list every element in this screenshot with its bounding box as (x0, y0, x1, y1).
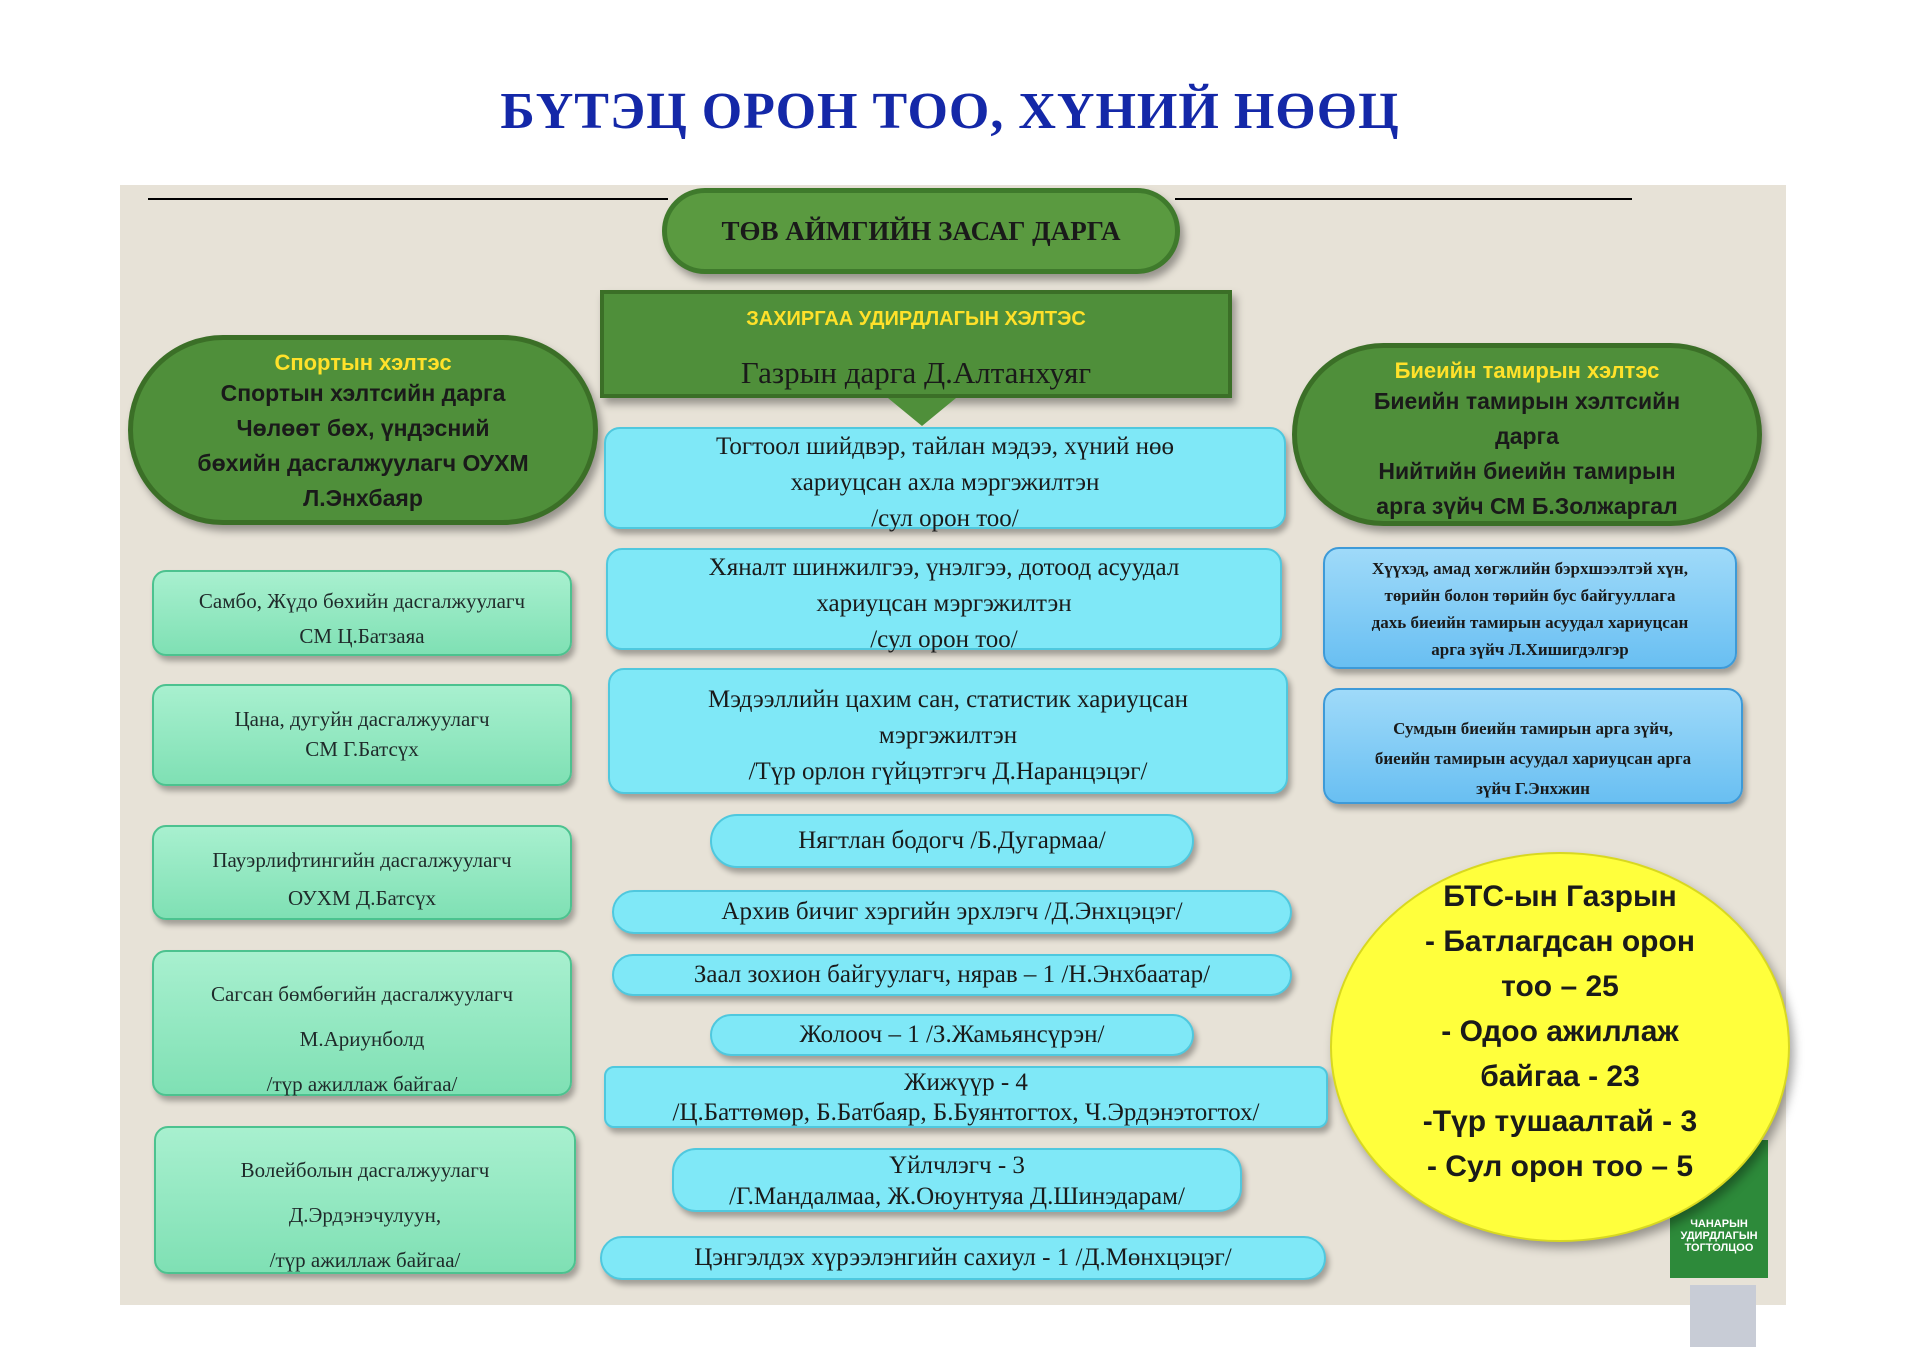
staff-box: Хяналт шинжилгээ, үнэлгээ, дотоод асууда… (606, 548, 1282, 653)
admin-leader-label: Газрын дарга Д.Алтанхуяг (740, 355, 1092, 390)
admin-arrow (888, 398, 956, 426)
top-rule-left (148, 198, 668, 200)
methodist-line: биеийн тамирын асуудал хариуцсан арга (1374, 749, 1692, 768)
coach-line: СМ Ц.Батзаяа (299, 624, 425, 648)
staff-line: Үйлчлэгч - 3 (889, 1152, 1025, 1179)
coach-line: Д.Эрдэнэчулуун, (288, 1203, 442, 1227)
pe-unit-line: дарга (1495, 423, 1559, 449)
coach-line: Пауэрлифтингийн дасгалжуулагч (212, 848, 512, 872)
admin-department-label: ЗАХИРГАА УДИРДЛАГЫН ХЭЛТЭС (746, 308, 1086, 330)
top-rule-right (1175, 198, 1632, 200)
coach-line: М.Ариунболд (299, 1027, 425, 1051)
staff-line: Жолооч – 1 /З.Жамьянсүрэн/ (799, 1021, 1105, 1048)
admin-department-box: ЗАХИРГАА УДИРДЛАГЫН ХЭЛТЭС Газрын дарга … (600, 290, 1232, 398)
governor-box: ТӨВ АЙМГИЙН ЗАСАГ ДАРГА (662, 188, 1180, 274)
coach-line: Самбо, Жүдо бөхийн дасгалжуулагч (198, 589, 526, 613)
methodist-line: төрийн болон төрийн бус байгууллага (1384, 586, 1676, 605)
methodist-line: дахь биеийн тамирын асуудал хариуцсан (1371, 613, 1689, 632)
staff-box: Жолооч – 1 /З.Жамьянсүрэн/ (710, 1014, 1194, 1056)
sport-unit-line: Чөлөөт бөх, үндэсний (236, 415, 490, 441)
pe-unit-line: Биеийн тамирын хэлтсийн (1373, 388, 1681, 414)
staff-line: /Түр орлон гүйцэтгэгч Д.Наранцэцэг/ (748, 758, 1148, 785)
sport-unit-header: Спортын хэлтэс (274, 350, 452, 375)
summary-circle: БТС-ын Газрын - Батлагдсан орон тоо – 25… (1330, 852, 1790, 1242)
sport-unit-line: Л.Энхбаяр (303, 485, 423, 511)
summary-line: - Сул орон тоо – 5 (1426, 1150, 1694, 1183)
coach-box: Цана, дугуйн дасгалжуулагч СМ Г.Батсүх (152, 684, 572, 786)
coach-line: /түр ажиллаж байгаа/ (266, 1072, 458, 1096)
pe-unit-box: Биеийн тамирын хэлтэс Биеийн тамирын хэл… (1292, 343, 1762, 526)
quality-logo-line: УДИРДЛАГЫН (1680, 1230, 1758, 1242)
staff-line: хариуцсан ахла мэргэжилтэн (790, 469, 1100, 496)
staff-line: Нягтлан бодогч /Б.Дугармаа/ (798, 827, 1106, 854)
methodist-line: арга зүйч Л.Хишигдэлгэр (1431, 640, 1629, 659)
staff-line: Тогтоол шийдвэр, тайлан мэдээ, хүний нөө (716, 433, 1174, 460)
staff-line: Хяналт шинжилгээ, үнэлгээ, дотоод асууда… (708, 554, 1180, 581)
staff-box: Цэнгэлдэх хүрээлэнгийн сахиул - 1 /Д.Мөн… (600, 1236, 1326, 1280)
coach-line: СМ Г.Батсүх (305, 737, 419, 761)
staff-line: Архив бичиг хэргийн эрхлэгч /Д.Энхцэцэг/ (721, 898, 1183, 925)
staff-line: мэргэжилтэн (878, 722, 1018, 749)
staff-line: Цэнгэлдэх хүрээлэнгийн сахиул - 1 /Д.Мөн… (694, 1244, 1232, 1271)
sport-unit-line: бөхийн дасгалжуулагч ОУХМ (197, 450, 529, 476)
state-emblem-icon (1690, 1285, 1756, 1347)
staff-line: Жижүүр - 4 (904, 1069, 1028, 1096)
methodist-line: Хүүхэд, амад хөгжлийн бэрхшээлтэй хүн, (1372, 559, 1688, 578)
methodist-line: Сумдын биеийн тамирын арга зүйч, (1393, 719, 1673, 738)
summary-line: байгаа - 23 (1480, 1060, 1640, 1093)
methodist-box: Хүүхэд, амад хөгжлийн бэрхшээлтэй хүн, т… (1323, 547, 1737, 669)
staff-line: /сул орон тоо/ (871, 505, 1019, 532)
coach-box: Пауэрлифтингийн дасгалжуулагч ОУХМ Д.Бат… (152, 825, 572, 920)
methodist-line: зүйч Г.Энхжин (1476, 779, 1590, 798)
staff-box: Нягтлан бодогч /Б.Дугармаа/ (710, 814, 1194, 868)
coach-line: Волейболын дасгалжуулагч (240, 1158, 490, 1182)
pe-unit-header: Биеийн тамирын хэлтэс (1394, 358, 1660, 383)
coach-line: ОУХМ Д.Батсүх (287, 886, 437, 910)
staff-line: Заал зохион байгуулагч, нярав – 1 /Н.Энх… (693, 961, 1211, 988)
summary-line: - Одоо ажиллаж (1441, 1015, 1679, 1048)
sport-unit-line: Спортын хэлтсийн дарга (220, 380, 506, 406)
staff-box: Тогтоол шийдвэр, тайлан мэдээ, хүний нөө… (604, 427, 1286, 532)
pe-unit-line: арга зүйч СМ Б.Золжаргал (1376, 493, 1678, 519)
staff-box: Заал зохион байгуулагч, нярав – 1 /Н.Энх… (612, 954, 1292, 996)
quality-logo-line: ТОГТОЛЦОО (1684, 1242, 1754, 1254)
summary-line: - Батлагдсан орон (1425, 925, 1695, 958)
pe-unit-line: Нийтийн биеийн тамирын (1378, 458, 1676, 484)
coach-line: Сагсан бөмбөгийн дасгалжуулагч (210, 982, 514, 1006)
staff-box: Жижүүр - 4 /Ц.Баттөмөр, Б.Батбаяр, Б.Буя… (604, 1066, 1328, 1128)
coach-line: /түр ажиллаж байгаа/ (269, 1248, 461, 1272)
coach-box: Волейболын дасгалжуулагч Д.Эрдэнэчулуун,… (154, 1126, 576, 1274)
summary-line: -Түр тушаалтай - 3 (1422, 1105, 1698, 1138)
sport-unit-box: Спортын хэлтэс Спортын хэлтсийн дарга Чө… (128, 335, 598, 525)
coach-line: Цана, дугуйн дасгалжуулагч (234, 707, 490, 731)
staff-line: /сул орон тоо/ (870, 626, 1018, 653)
staff-box: Архив бичиг хэргийн эрхлэгч /Д.Энхцэцэг/ (612, 890, 1292, 934)
coach-box: Самбо, Жүдо бөхийн дасгалжуулагч СМ Ц.Ба… (152, 570, 572, 656)
methodist-box: Сумдын биеийн тамирын арга зүйч, биеийн … (1323, 688, 1743, 804)
staff-line: /Ц.Баттөмөр, Б.Батбаяр, Б.Буянтогтох, Ч.… (672, 1099, 1260, 1126)
page-title: БҮТЭЦ ОРОН ТОО, ХҮНИЙ НӨӨЦ (500, 83, 1400, 140)
staff-box: Мэдээллийн цахим сан, статистик хариуцса… (608, 668, 1288, 794)
quality-logo-line: ЧАНАРЫН (1690, 1218, 1748, 1230)
staff-line: /Г.Мандалмаа, Ж.Оюунтуяа Д.Шинэдарам/ (729, 1183, 1185, 1210)
summary-line: БТС-ын Газрын (1443, 880, 1677, 913)
coach-box: Сагсан бөмбөгийн дасгалжуулагч М.Ариунбо… (152, 950, 572, 1096)
summary-line: тоо – 25 (1501, 970, 1619, 1003)
staff-line: Мэдээллийн цахим сан, статистик хариуцса… (708, 686, 1188, 713)
staff-box: Үйлчлэгч - 3 /Г.Мандалмаа, Ж.Оюунтуяа Д.… (672, 1148, 1242, 1212)
staff-line: хариуцсан мэргэжилтэн (816, 590, 1072, 617)
